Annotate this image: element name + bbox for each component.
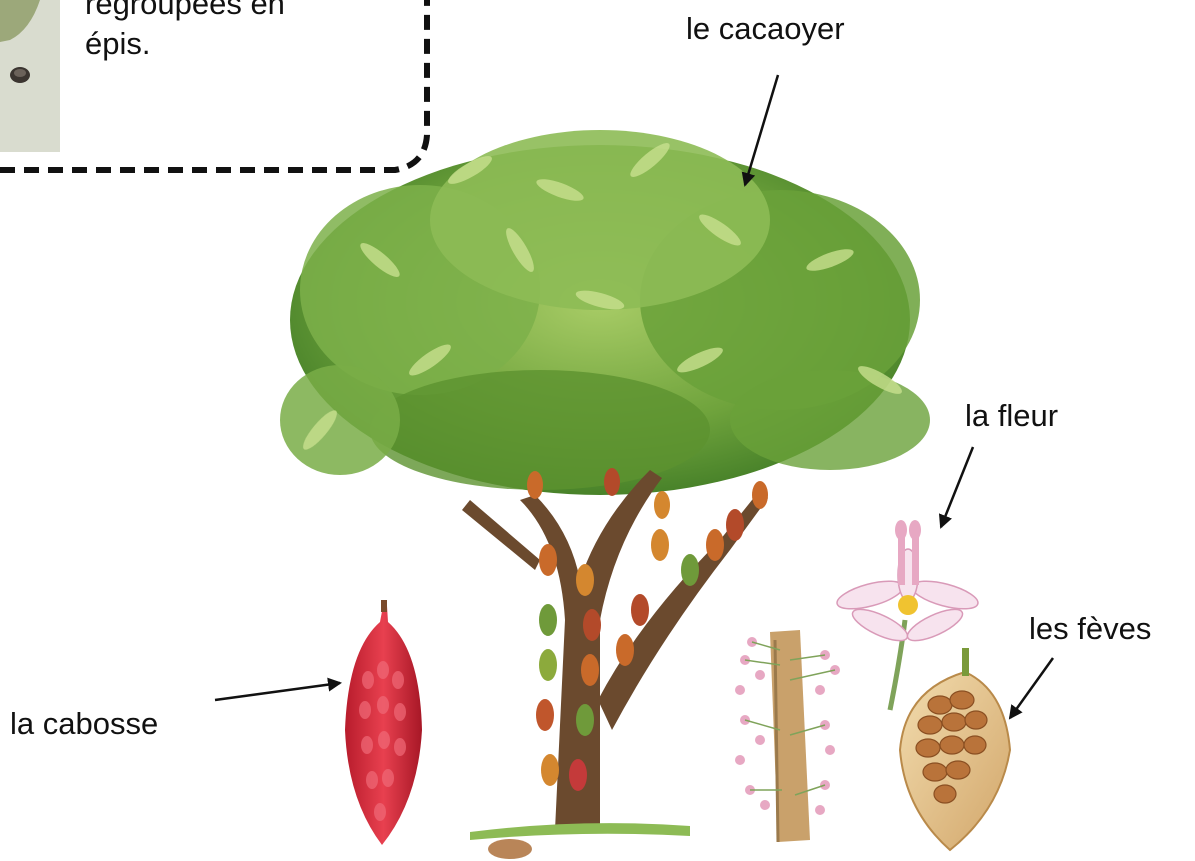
- arrow-tree: [745, 75, 778, 185]
- intro-text: regroupées en épis.: [85, 0, 285, 64]
- ground: [470, 823, 690, 859]
- cocoa-pod-illustration: [345, 600, 422, 845]
- intro-text-line2: épis.: [85, 24, 285, 64]
- arrow-flower: [941, 447, 973, 527]
- tree-canopy: [280, 130, 930, 495]
- flowering-branch: [735, 630, 840, 842]
- opened-pod-with-beans: [900, 648, 1010, 850]
- tree-trunk: [462, 470, 768, 830]
- label-pod: la cabosse: [10, 705, 158, 742]
- arrow-beans: [1010, 658, 1053, 718]
- arrow-pod: [215, 683, 340, 700]
- label-tree: le cacaoyer: [686, 10, 845, 47]
- label-beans: les fèves: [1029, 610, 1151, 647]
- label-flower: la fleur: [965, 397, 1058, 434]
- inset-photo: [0, 0, 60, 152]
- intro-text-line1: regroupées en: [85, 0, 285, 24]
